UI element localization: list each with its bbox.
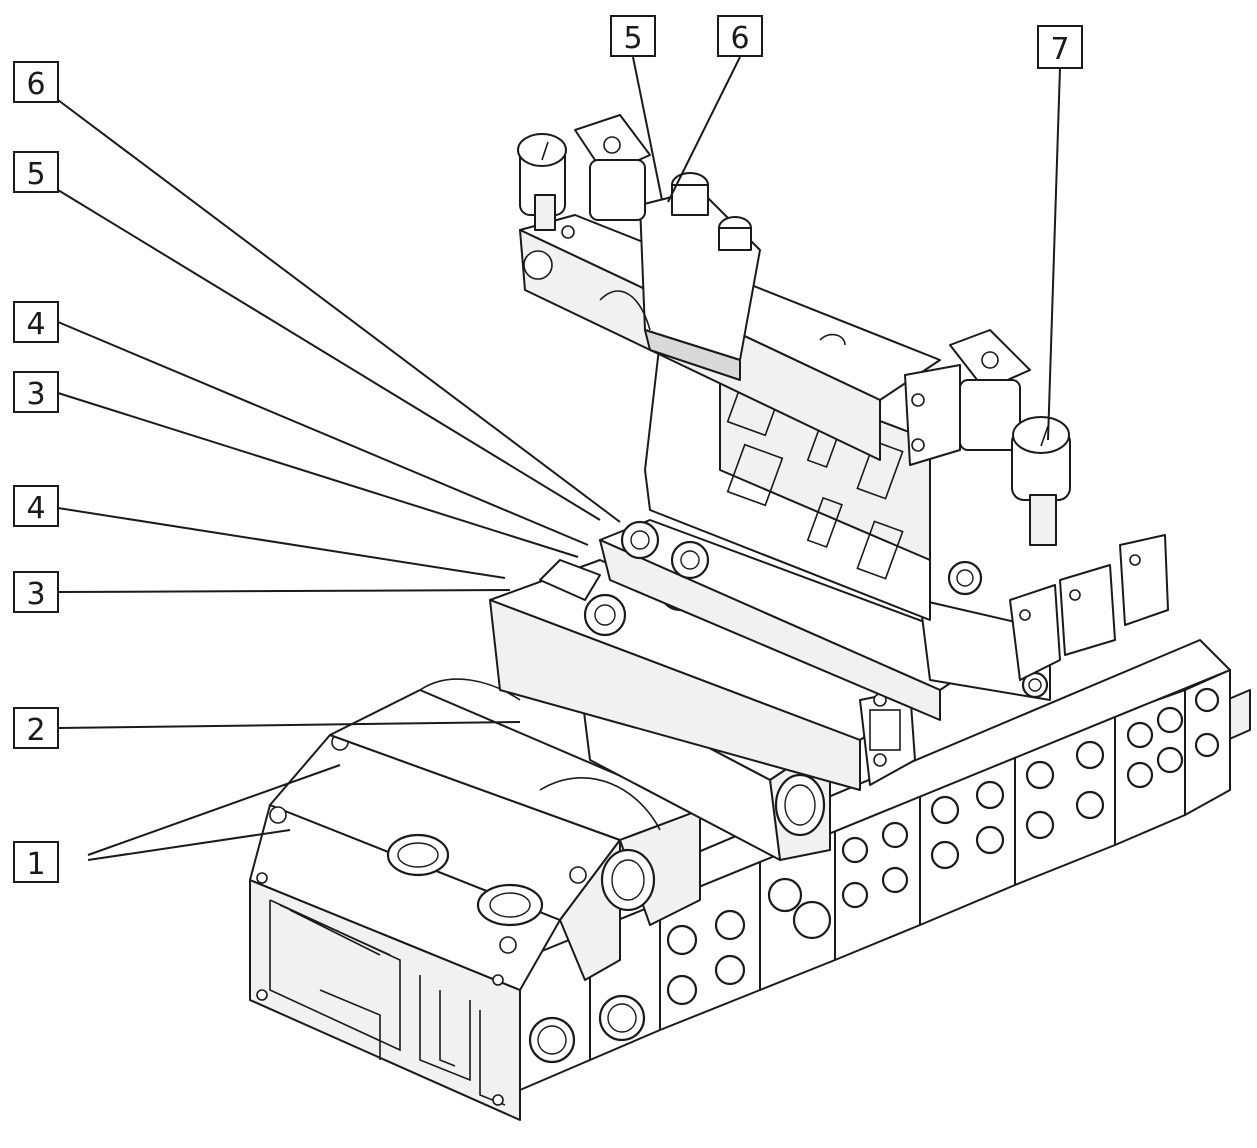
- leader-5a: [57, 189, 601, 521]
- leader-1a: [87, 764, 341, 856]
- leader-4b: [57, 507, 506, 579]
- leader-3a: [57, 392, 579, 558]
- callout-6-top-text: 6: [730, 21, 749, 56]
- regulator-knob-top-left: [574, 114, 651, 221]
- callout-4-upper: 4: [13, 301, 59, 343]
- leader-6b: [667, 56, 741, 203]
- valve-terminal-illustration: [249, 114, 1251, 1121]
- callout-4-lower-text: 4: [26, 491, 45, 526]
- right-end-caps: [1009, 534, 1169, 681]
- leader-7: [1047, 67, 1061, 441]
- callout-5-top: 5: [610, 15, 656, 57]
- callout-5-left: 5: [13, 151, 59, 193]
- leader-5b: [632, 56, 663, 201]
- callout-3-lower: 3: [13, 571, 59, 613]
- callout-3-upper: 3: [13, 371, 59, 413]
- top-fittings: [671, 172, 752, 251]
- vertical-plate-stack: [644, 339, 983, 621]
- callout-6-left-text: 6: [26, 67, 45, 102]
- leader-lines: [57, 56, 1061, 861]
- callout-labels: 1 2 3 3 4 4 5 5: [13, 15, 1083, 883]
- callout-3-upper-text: 3: [26, 377, 45, 412]
- callout-1: 1: [13, 841, 59, 883]
- left-end-plate: [249, 804, 561, 1121]
- pressure-regulator-block: [329, 678, 701, 926]
- callout-5-left-text: 5: [26, 157, 45, 192]
- callout-6-top: 6: [717, 15, 763, 57]
- leader-1b: [87, 829, 291, 861]
- lower-valve-row: [489, 559, 921, 791]
- callout-5-top-text: 5: [623, 21, 642, 56]
- callout-4-upper-text: 4: [26, 307, 45, 342]
- callout-7-text: 7: [1050, 32, 1069, 67]
- leader-3b: [57, 589, 511, 593]
- pressure-gauge-right: [949, 329, 1071, 546]
- middle-valve-row: [599, 519, 1051, 721]
- callout-7: 7: [1037, 25, 1083, 69]
- callout-1-text: 1: [26, 847, 45, 882]
- callout-6-left: 6: [13, 61, 59, 103]
- callout-3-lower-text: 3: [26, 577, 45, 612]
- callout-2: 2: [13, 707, 59, 749]
- callout-4-lower: 4: [13, 485, 59, 527]
- callout-2-text: 2: [26, 713, 45, 748]
- leader-6a: [57, 99, 621, 523]
- leader-2: [57, 721, 521, 729]
- leader-4a: [57, 321, 589, 546]
- pressure-gauge-top-left: [517, 133, 567, 231]
